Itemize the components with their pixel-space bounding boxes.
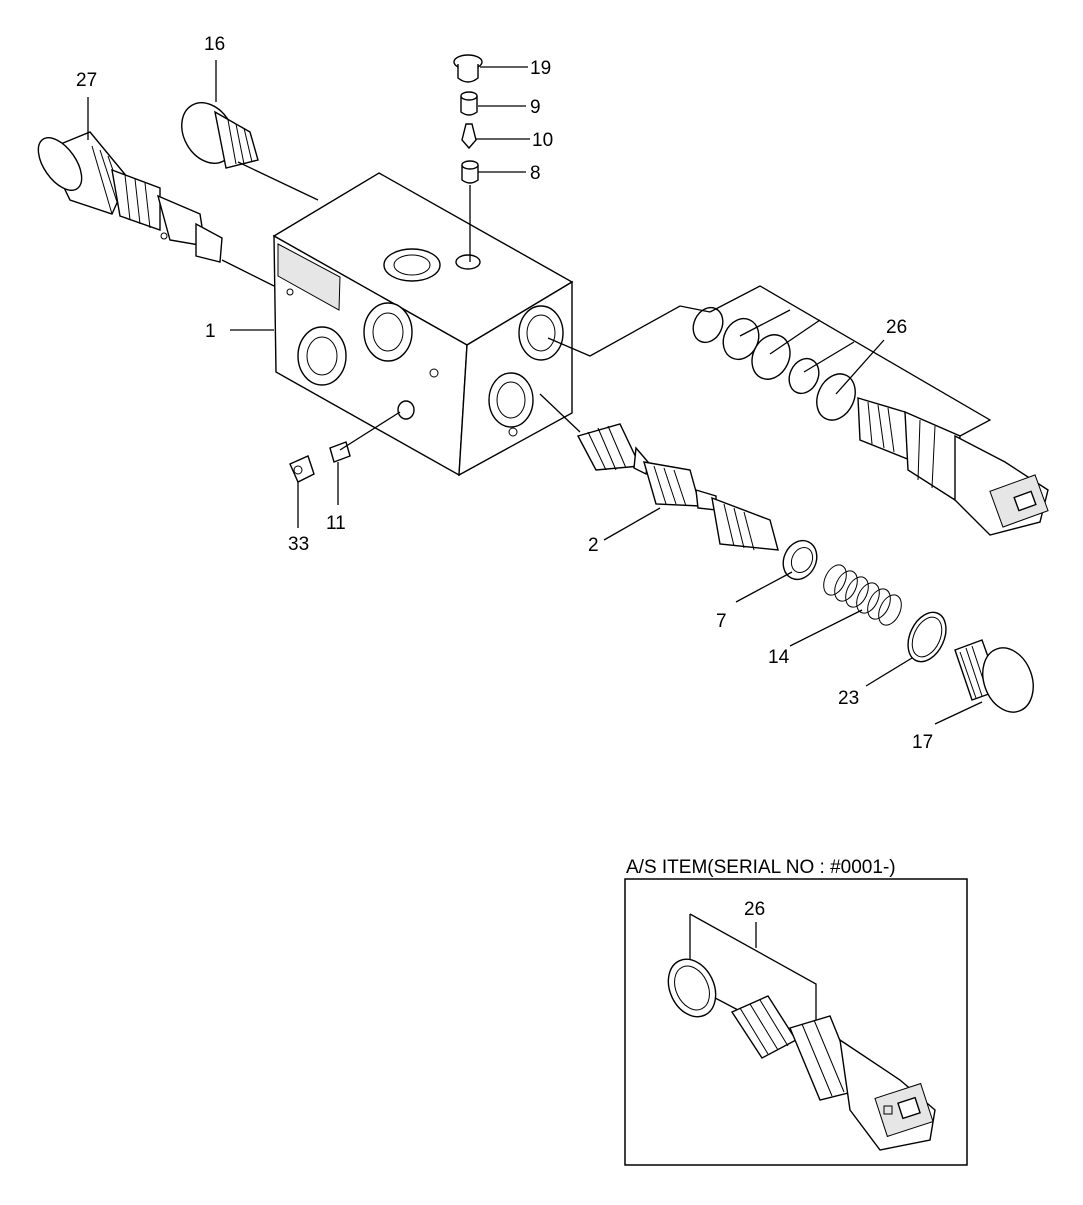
callout-17: 17 [912,732,933,753]
solenoid-cartridge [857,397,1049,536]
callout-11: 11 [326,513,346,534]
callout-10: 10 [532,130,553,151]
callout-7: 7 [716,611,727,632]
callout-16: 16 [204,34,225,55]
inset-title: A/S ITEM(SERIAL NO : #0001-) [626,857,896,878]
plug-16 [181,102,259,169]
callout-23: 23 [838,688,859,709]
callout-2: 2 [588,535,599,556]
plug-17 [954,639,1034,713]
relief-cartridge-27 [37,131,223,263]
callout-labels: 27 16 19 9 10 8 1 26 33 11 2 7 14 23 17 [76,34,933,753]
spool-2 [576,423,779,551]
valve-body-block [272,172,574,477]
callout-14: 14 [768,647,790,668]
callout-8: 8 [530,163,541,184]
inset-o-ring [667,958,717,1018]
lower-right-parts [782,539,1034,713]
top-stack-parts [453,54,483,184]
callout-19: 19 [530,58,551,79]
inset-callout-26: 26 [744,899,765,920]
o-ring-set [692,306,856,421]
callout-9: 9 [530,97,541,118]
leader-lines [87,60,992,725]
inset-as-item: A/S ITEM(SERIAL NO : #0001-) 26 [624,857,968,1166]
callout-27: 27 [76,70,97,91]
callout-26: 26 [886,317,907,338]
callout-1: 1 [205,321,216,342]
callout-33: 33 [288,534,309,555]
inset-solenoid-cartridge [730,995,936,1151]
small-plugs [289,441,351,483]
spring-14 [823,564,902,626]
